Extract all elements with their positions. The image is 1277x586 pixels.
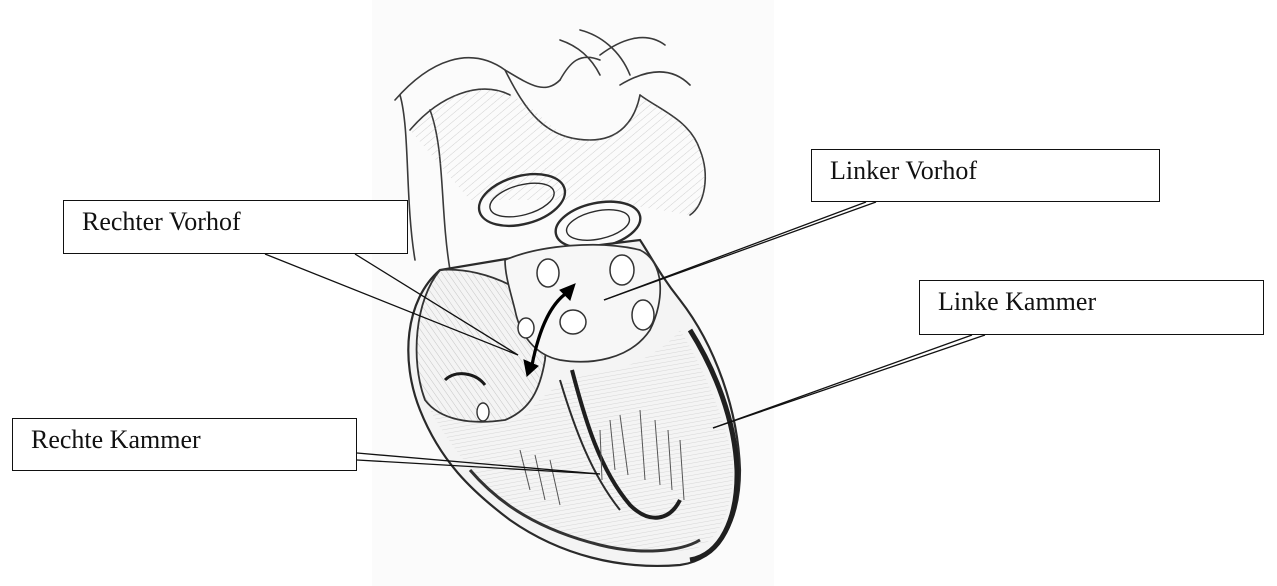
- label-rechter-vorhof-text: Rechter Vorhof: [82, 207, 241, 236]
- label-rechte-kammer: Rechte Kammer: [12, 418, 357, 471]
- label-linke-kammer-text: Linke Kammer: [938, 287, 1096, 316]
- right-opening: [477, 403, 489, 421]
- label-rechter-vorhof: Rechter Vorhof: [63, 200, 408, 254]
- label-rechte-kammer-text: Rechte Kammer: [31, 425, 201, 454]
- label-linker-vorhof-text: Linker Vorhof: [830, 156, 977, 185]
- label-linke-kammer: Linke Kammer: [919, 280, 1264, 335]
- label-linker-vorhof: Linker Vorhof: [811, 149, 1160, 202]
